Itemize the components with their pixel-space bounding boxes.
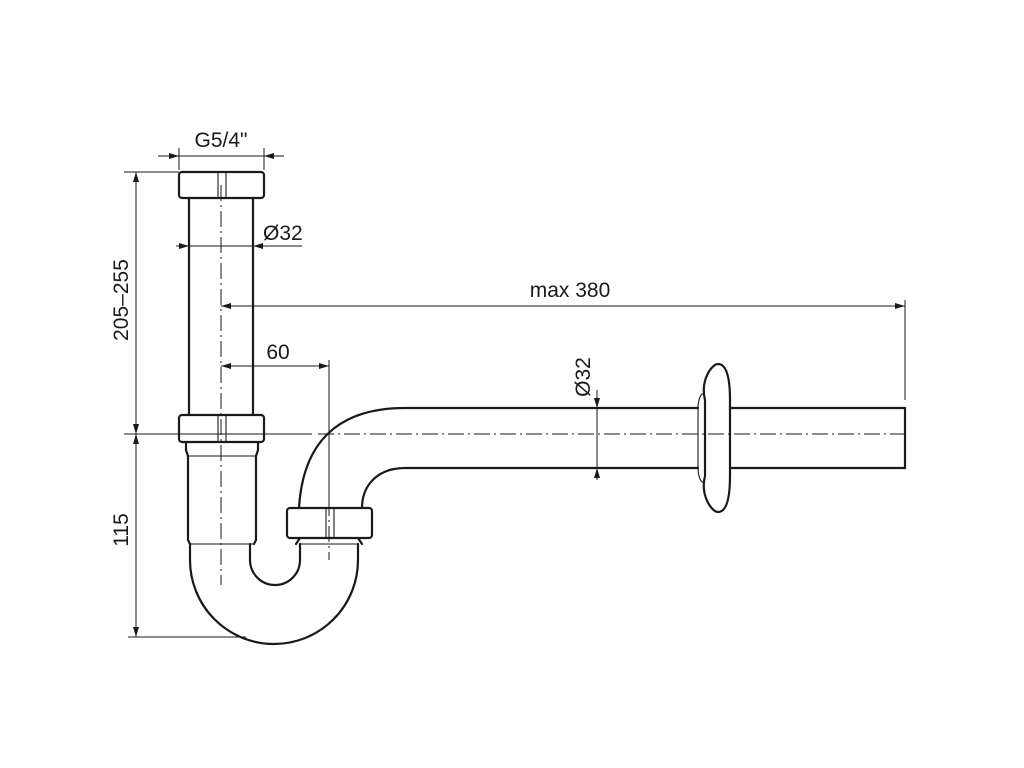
offset-label: 60: [266, 341, 289, 364]
dimension-thread-width: G5/4": [158, 129, 284, 170]
wall-flange: [697, 362, 732, 514]
height-range-label: 205–255: [110, 259, 133, 341]
outlet-pipe: [297, 406, 907, 510]
bottom-height-label: 115: [110, 513, 133, 546]
dimension-height-range: 205–255: [110, 171, 312, 435]
center-lines: [220, 185, 910, 585]
dimension-vertical-pipe-diameter: Ø32: [176, 222, 303, 249]
outlet-pipe-diameter-label: Ø32: [572, 357, 595, 397]
vertical-pipe-diameter-label: Ø32: [263, 222, 303, 245]
dimension-bottom-height: 115: [110, 434, 246, 638]
dimension-outlet-pipe-diameter: Ø32: [572, 357, 600, 480]
max-length-label: max 380: [530, 279, 611, 302]
dimension-max-length: max 380: [221, 279, 906, 400]
dimension-thread-label: G5/4": [195, 129, 248, 152]
trap-u-bend: [184, 440, 364, 646]
dimension-offset: 60: [221, 341, 330, 500]
